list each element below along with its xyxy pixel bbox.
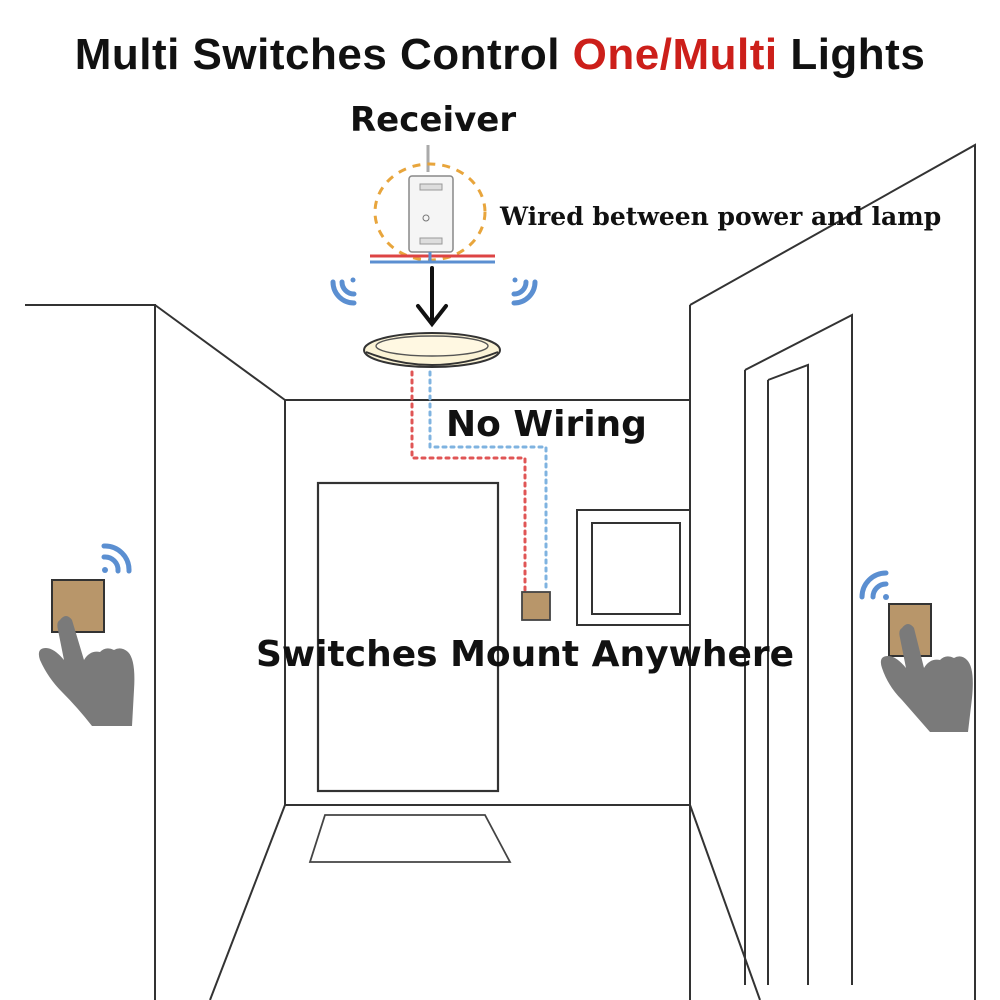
room-walls xyxy=(25,143,976,1000)
receiver-signal-left-icon xyxy=(330,277,357,306)
title-part-2: Lights xyxy=(777,30,926,79)
right-signal-icon xyxy=(859,570,889,600)
side-door-frame xyxy=(744,313,853,985)
switches-mount-label: Switches Mount Anywhere xyxy=(256,634,795,675)
down-arrow-icon xyxy=(416,266,448,328)
left-hand-icon xyxy=(38,616,135,726)
back-door xyxy=(316,481,500,793)
left-signal-icon xyxy=(101,543,132,574)
receiver-module xyxy=(370,145,495,264)
page-title: Multi Switches Control One/Multi Lights xyxy=(0,30,1000,80)
ceiling-lamp xyxy=(363,332,501,368)
title-part-1: Multi Switches Control xyxy=(74,30,573,79)
wired-between-label: Wired between power and lamp xyxy=(500,202,942,231)
dotted-no-wiring-path xyxy=(410,370,548,594)
wall-picture-frame xyxy=(576,509,691,626)
right-hand-icon xyxy=(880,624,973,732)
receiver-label: Receiver xyxy=(350,100,517,140)
title-accent: One/Multi xyxy=(572,30,778,79)
no-wiring-label: No Wiring xyxy=(446,404,647,445)
wall-switch-back xyxy=(521,591,551,621)
doormat xyxy=(308,814,512,863)
receiver-signal-right-icon xyxy=(511,277,538,306)
